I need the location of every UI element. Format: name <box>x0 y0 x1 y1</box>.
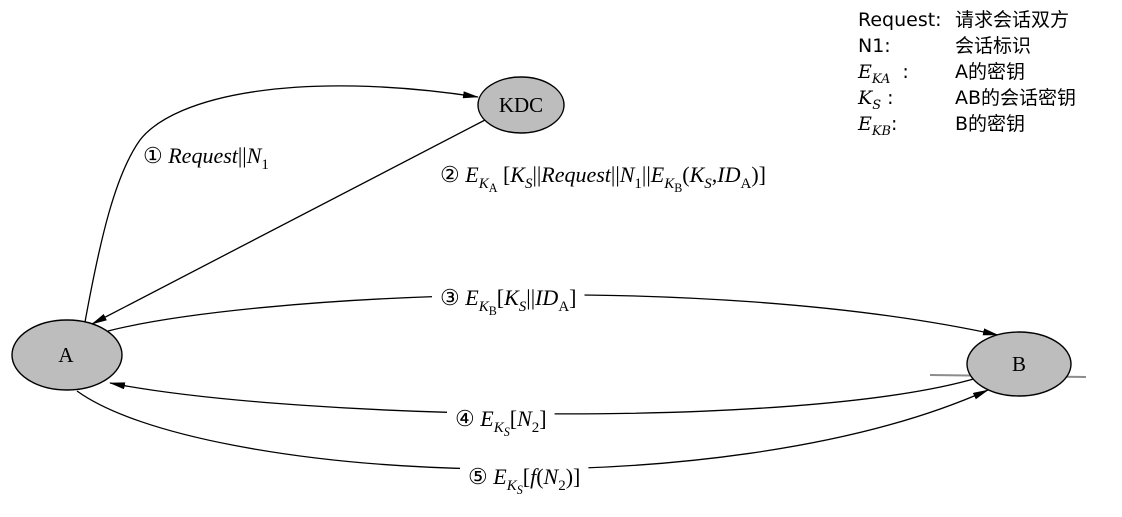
message-4-label-part: S <box>504 425 510 439</box>
message-3-label-part: ] <box>569 285 576 310</box>
message-2-label-part: , <box>712 162 718 187</box>
message-2-label-part: 1 <box>634 176 642 192</box>
message-3-label-part: S <box>519 299 527 315</box>
legend-key-n1-part: N1: <box>858 35 891 57</box>
legend-key-request: Request: <box>858 9 942 31</box>
node-kdc-label: KDC <box>499 93 543 117</box>
message-1-label-part: 1 <box>261 157 269 173</box>
message-3-label-part: E <box>464 285 479 310</box>
legend-value-request: 请求会话双方 <box>955 9 1069 31</box>
node-a-label: A <box>58 343 74 367</box>
message-4-label-bg <box>447 404 555 441</box>
node-a: A <box>11 319 123 391</box>
node-b: B <box>966 331 1072 397</box>
message-2-arrow <box>91 119 486 325</box>
message-2-label-part: N <box>619 162 636 187</box>
message-5-label-bg <box>460 462 589 499</box>
message-1-label-part: N <box>246 143 263 168</box>
message-3-label-part: ID <box>534 285 558 310</box>
message-3-label-part: K <box>503 285 520 310</box>
message-5-label-part: ⑤ <box>468 464 488 489</box>
message-2-label-part: ID <box>716 162 740 187</box>
message-3-label-part: [ <box>497 285 504 310</box>
legend-value-ks: AB的会话密钥 <box>955 87 1076 109</box>
message-1-label-part: || <box>238 143 247 168</box>
message-3-label-part: A <box>558 299 569 315</box>
message-5-label-part: f <box>530 464 539 489</box>
legend-key-ks-part: K <box>857 87 874 109</box>
message-1-arrow <box>84 85 479 323</box>
legend-key-ks: KS : <box>857 87 894 113</box>
message-3-label-part: ③ <box>440 285 460 310</box>
legend: Request: 请求会话双方 N1: 会话标识 EKA : A的密钥 KS :… <box>857 9 1076 139</box>
message-4-label: ④ EKS[N2] <box>455 406 547 439</box>
message-2-label-part: ( <box>682 162 689 187</box>
message-2-label-part: K <box>509 162 526 187</box>
message-3-label-part: || <box>526 285 535 310</box>
legend-key-eka-part: : <box>890 61 908 83</box>
message-2-label-part: A <box>489 181 498 195</box>
message-2-label-part: [ <box>497 162 510 187</box>
message-2-label-part: K <box>663 176 675 192</box>
legend-value-n1: 会话标识 <box>955 35 1031 57</box>
legend-key-ekb: EKB: <box>857 113 897 139</box>
message-5-label-part: N <box>543 464 560 489</box>
message-2-label-part: S <box>525 176 533 192</box>
legend-key-eka: EKA : <box>857 61 909 87</box>
message-2-label-part: )] <box>751 162 766 187</box>
message-1-label-part: Request <box>167 143 239 168</box>
message-3-label-part: K <box>478 299 490 315</box>
message-2-label-part: || <box>642 162 651 187</box>
message-3-label: ③ EKB[KS||IDA] <box>440 285 577 318</box>
message-4-label-part: N <box>516 406 533 431</box>
node-kdc-ellipse <box>477 76 565 134</box>
message-2-label: ② EKA [KS||Request||N1||EKB(KS,IDA)] <box>440 162 766 195</box>
message-5-label-part: K <box>506 478 518 494</box>
legend-key-eka-part: E <box>857 61 872 83</box>
message-2-label-part: || <box>611 162 620 187</box>
message-3-label-part: B <box>489 304 497 318</box>
message-2-label-part: || <box>532 162 541 187</box>
message-2-label-part: E <box>464 162 479 187</box>
node-b-label: B <box>1012 352 1026 376</box>
message-2-label-part: ② <box>440 162 460 187</box>
message-5-label-part: S <box>517 483 523 497</box>
message-4-label-part: K <box>493 420 505 436</box>
legend-value-ekb: B的密钥 <box>955 113 1025 135</box>
legend-key-ekb-part: KB <box>871 124 891 139</box>
legend-value-eka: A的密钥 <box>955 61 1025 83</box>
node-a-ellipse <box>11 319 123 391</box>
legend-key-request-part: Request: <box>858 9 942 31</box>
message-2-label-part: K <box>478 176 490 192</box>
message-4-label-part: ④ <box>455 406 475 431</box>
message-4-label-part: [ <box>510 406 517 431</box>
legend-key-ekb-part: : <box>891 113 897 135</box>
legend-key-n1: N1: <box>858 35 891 57</box>
message-2-label-part: K <box>689 162 706 187</box>
legend-key-eka-part: KA <box>871 72 890 87</box>
message-5-label-part: [ <box>523 464 530 489</box>
message-5-label: ⑤ EKS[f(N2)] <box>468 464 580 497</box>
legend-key-ekb-part: E <box>857 113 872 135</box>
message-3-label-bg <box>432 283 585 320</box>
legend-key-ks-part: : <box>881 87 893 109</box>
message-2-label-part: Request <box>540 162 612 187</box>
message-4-label-part: E <box>479 406 494 431</box>
message-5-label-part: 2 <box>558 478 566 494</box>
message-4-label-part: 2 <box>532 420 540 436</box>
node-b-ellipse <box>966 331 1072 397</box>
message-5-label-part: )] <box>566 464 581 489</box>
message-1-label: ① Request||N1 <box>143 143 269 173</box>
message-4-label-part: ] <box>539 406 546 431</box>
message-5-label-part: E <box>492 464 507 489</box>
message-1-label-part: ① <box>143 143 163 168</box>
message-2-label-part: B <box>674 181 682 195</box>
node-kdc: KDC <box>477 76 565 134</box>
legend-key-ks-part: S <box>872 98 881 113</box>
message-2-label-part: A <box>741 176 752 192</box>
message-2-label-part: S <box>704 176 712 192</box>
message-2-label-part: E <box>650 162 665 187</box>
message-5-label-part: ( <box>536 464 543 489</box>
